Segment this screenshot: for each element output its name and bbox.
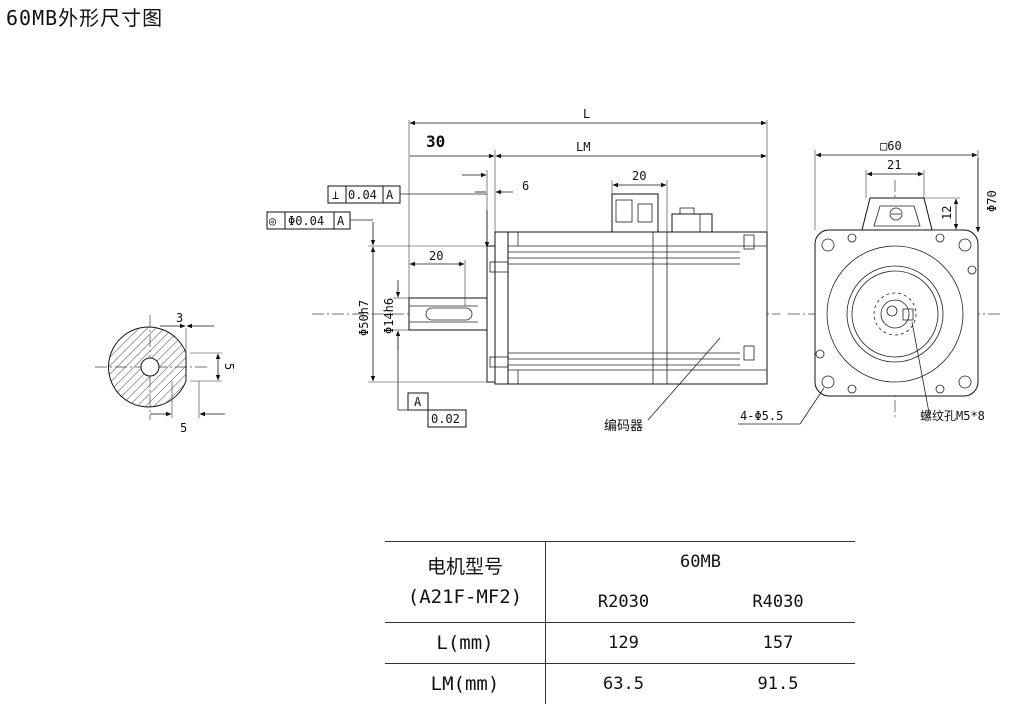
conc-symbol: ◎ (269, 214, 276, 228)
dim-6-label: 6 (522, 179, 529, 193)
dim-5-vertical-label: 5 (222, 363, 236, 370)
runout-value: 0.02 (431, 412, 460, 426)
perp-symbol: ⊥ (332, 188, 339, 202)
datum-letter: A (414, 395, 422, 409)
perpendicularity-frame: ⊥ 0.04 A (328, 186, 487, 247)
dim-3-label: 3 (176, 311, 183, 325)
dimension-drawing: 3 5 5 (0, 0, 1027, 530)
table-row: L(mm) 129 157 (385, 623, 855, 664)
dim-square60-label: □60 (880, 139, 902, 153)
dim-phi50h7-label: Φ50h7 (357, 300, 371, 336)
perp-value: 0.04 (348, 188, 377, 202)
dim-phi70-label: Φ70 (985, 190, 999, 212)
concentricity-frame: ◎ Φ0.04 A (267, 212, 373, 245)
dim-5-horizontal-label: 5 (180, 421, 187, 435)
encoder-label: 编码器 (604, 419, 643, 434)
dim-LM-label: LM (576, 140, 590, 154)
motor-front-view: □60 21 12 Φ70 4-Φ5.5 螺纹孔M5*8 (738, 139, 1000, 424)
dim-phi14h6-label: Φ14h6 (382, 298, 396, 334)
thread-label: 螺纹孔M5*8 (920, 409, 985, 423)
dim-30-label: 30 (426, 132, 445, 151)
datum-runout-frame: A 0.02 (398, 331, 466, 427)
table-cell: 129 (546, 623, 702, 664)
model-cell-2: R4030 (701, 582, 855, 623)
motor-side-view: L 30 LM 20 6 20 Φ50h7 (267, 107, 780, 434)
table-header-row-1: 电机型号 (A21F-MF2) 60MB (385, 542, 855, 583)
holes-label: 4-Φ5.5 (740, 409, 783, 423)
shaft-cross-section: 3 5 5 (95, 311, 236, 435)
spec-table: 电机型号 (A21F-MF2) 60MB R2030 R4030 L(mm) 1… (385, 541, 855, 704)
model-cell-1: R2030 (546, 582, 702, 623)
dim-20-connector-label: 20 (632, 169, 646, 183)
conc-datum: A (337, 214, 345, 228)
model-header-line2: (A21F-MF2) (385, 582, 545, 612)
conc-value: Φ0.04 (288, 214, 324, 228)
dim-12-label: 12 (940, 206, 954, 220)
row-label-L: L(mm) (385, 623, 546, 664)
model-header-cell: 电机型号 (A21F-MF2) (385, 542, 546, 623)
dim-20-shaft-label: 20 (429, 249, 443, 263)
model-header-line1: 电机型号 (385, 552, 545, 582)
dim-L-label: L (583, 107, 590, 121)
table-cell: 157 (701, 623, 855, 664)
perp-datum: A (386, 188, 394, 202)
dim-21-label: 21 (887, 158, 901, 172)
series-cell: 60MB (546, 542, 856, 583)
